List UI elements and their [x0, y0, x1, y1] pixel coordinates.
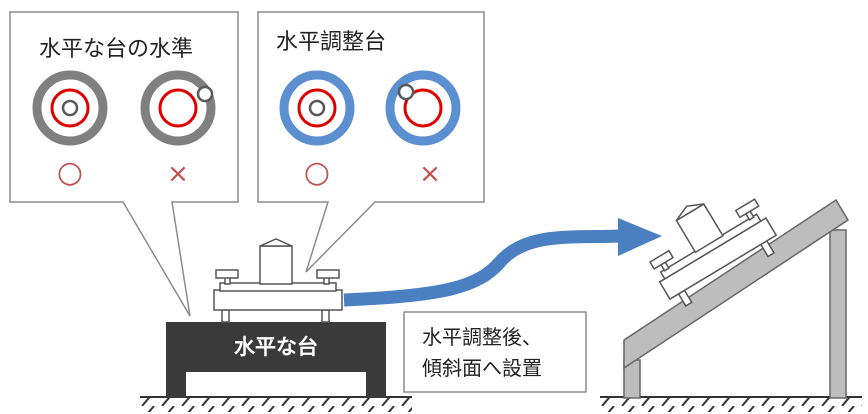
ground-left	[140, 396, 412, 412]
callout-level-table-title: 水平な台の水準	[39, 37, 193, 62]
ok-mark: ○	[304, 155, 330, 190]
leveling-device-on-slope	[648, 198, 778, 307]
leveling-device	[213, 238, 343, 323]
note-line-2: 傾斜面へ設置	[422, 356, 542, 380]
ng-mark: ×	[167, 159, 189, 189]
note-line-1: 水平調整後、	[422, 325, 542, 349]
callout-leveling-table: 水平調整台 ○ ×	[257, 11, 485, 273]
inclined-stand	[623, 198, 850, 399]
level-table-label: 水平な台	[234, 335, 318, 359]
ground-right	[600, 396, 862, 412]
callout-leveling-table-title: 水平調整台	[276, 30, 386, 55]
ok-mark: ○	[57, 155, 83, 190]
leveling-gauge-ng	[385, 70, 461, 146]
transfer-arrow	[343, 218, 662, 307]
ng-mark: ×	[419, 159, 441, 189]
callout-level-table: 水平な台の水準 ○ ×	[9, 11, 239, 317]
leveling-gauge-ok	[279, 70, 355, 146]
level-table: 水平な台	[166, 322, 386, 398]
note-box: 水平調整後、 傾斜面へ設置	[403, 311, 587, 393]
level-gauge-ng	[140, 70, 216, 146]
level-gauge-ok	[32, 70, 108, 146]
